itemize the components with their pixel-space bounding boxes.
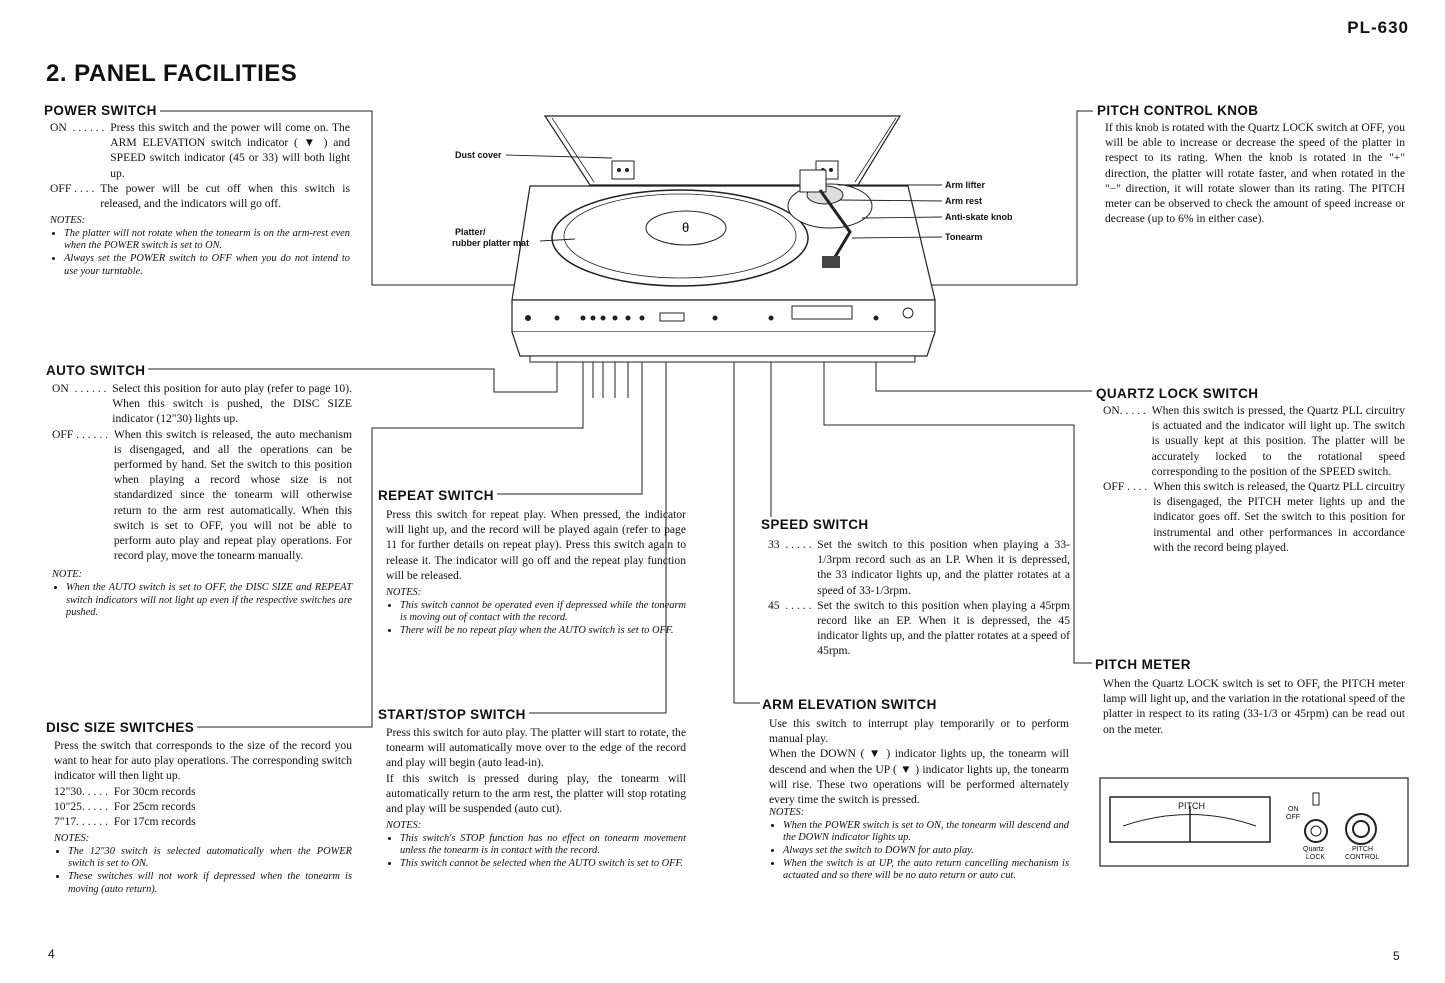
term-label: ON. . . . . (1103, 404, 1152, 417)
meter-control-label: CONTROL (1345, 854, 1380, 861)
note-item: This switch cannot be selected when the … (400, 858, 686, 871)
page-number-left: 4 (48, 947, 55, 961)
arm-elevation-section: Use this switch to interrupt play tempor… (769, 716, 1069, 883)
disc-row: 12"30. . . . . For 30cm records (54, 784, 352, 799)
term-label: OFF . . . . (50, 181, 101, 195)
term-label: 12"30. . . . . (54, 784, 114, 798)
meter-lock-label: LOCK (1306, 854, 1326, 861)
term-desc: When this switch is released, the auto m… (113, 427, 352, 563)
note-item: The platter will not rotate when the ton… (64, 228, 350, 253)
note-item: There will be no repeat play when the AU… (400, 625, 686, 638)
disc-size-text: Press the switch that corresponds to the… (54, 739, 352, 783)
meter-quartz-label: Quartz (1303, 846, 1325, 853)
meter-pitch-control-label: PITCH (1352, 846, 1373, 853)
term-label: OFF . . . . (1103, 480, 1154, 494)
power-on-entry: ON . . . . . . Press this switch and the… (50, 120, 350, 181)
auto-switch-section: ON . . . . . . Select this position for … (52, 381, 352, 620)
term-label: ON . . . . . . (52, 382, 113, 395)
term-desc: For 25cm records (113, 799, 196, 813)
svg-text:θ: θ (682, 220, 689, 235)
note-item: The 12"30 switch is selected automatical… (68, 846, 352, 871)
model-number: PL-630 (1347, 18, 1409, 37)
note-item: When the switch is at UP, the auto retur… (783, 858, 1069, 883)
note-item: When the POWER switch is set to ON, the … (783, 820, 1069, 845)
start-stop-text-1: Press this switch for auto play. The pla… (386, 726, 686, 770)
speed-switch-title: SPEED SWITCH (761, 517, 872, 532)
notes-title: NOTE: (52, 569, 83, 581)
disc-size-section: Press the switch that corresponds to the… (54, 738, 352, 896)
power-switch-title: POWER SWITCH (44, 103, 160, 118)
note-item: When the AUTO switch is set to OFF, the … (66, 582, 352, 620)
arm-elevation-text-1: Use this switch to interrupt play tempor… (769, 717, 1069, 746)
pitch-meter-title: PITCH METER (1095, 657, 1194, 672)
notes-title: NOTES: (50, 215, 86, 227)
speed-45-entry: 45 . . . . . Set the switch to this posi… (768, 598, 1070, 659)
label-tonearm: Tonearm (945, 232, 983, 242)
power-off-entry: OFF . . . . The power will be cut off wh… (50, 181, 350, 211)
label-arm-rest: Arm rest (945, 196, 983, 206)
term-desc: Set the switch to this position when pla… (817, 598, 1070, 658)
term-label: 7"17. . . . . . (54, 815, 114, 829)
repeat-switch-section: Press this switch for repeat play. When … (386, 507, 686, 637)
start-stop-title: START/STOP SWITCH (378, 707, 529, 722)
notes-title: NOTES: (54, 833, 90, 845)
note-item: Always set the POWER switch to OFF when … (64, 253, 350, 278)
term-desc: Press this switch and the power will com… (110, 121, 350, 180)
pitch-meter-panel (1099, 777, 1409, 867)
repeat-switch-title: REPEAT SWITCH (378, 488, 497, 503)
arm-elevation-title: ARM ELEVATION SWITCH (762, 697, 940, 712)
start-stop-text-2: If this switch is pressed during play, t… (386, 771, 686, 816)
pitch-meter-text: When the Quartz LOCK switch is set to OF… (1103, 677, 1405, 736)
page-title: 2. PANEL FACILITIES (46, 60, 298, 87)
quartz-lock-title: QUARTZ LOCK SWITCH (1096, 386, 1262, 401)
term-desc: Select this position for auto play (refe… (112, 382, 352, 426)
pitch-knob-text: If this knob is rotated with the Quartz … (1105, 121, 1405, 226)
label-platter-mat: rubber platter mat (452, 238, 530, 248)
notes-title: NOTES: (386, 820, 422, 832)
power-switch-section: ON . . . . . . Press this switch and the… (50, 120, 350, 278)
auto-switch-title: AUTO SWITCH (46, 363, 149, 378)
auto-off-entry: OFF . . . . . . When this switch is rele… (52, 427, 352, 564)
start-stop-section: Press this switch for auto play. The pla… (386, 725, 686, 871)
disc-row: 7"17. . . . . . For 17cm records (54, 814, 352, 829)
term-desc: For 30cm records (113, 784, 196, 798)
term-desc: For 17cm records (113, 815, 196, 829)
page-number-right: 5 (1393, 949, 1400, 963)
term-label: ON . . . . . . (50, 121, 111, 134)
term-label: 33 . . . . . (768, 538, 818, 551)
speed-switch-section: 33 . . . . . Set the switch to this posi… (768, 537, 1070, 659)
turntable-illustration: θ (511, 115, 936, 363)
repeat-text: Press this switch for repeat play. When … (386, 508, 686, 582)
speed-33-entry: 33 . . . . . Set the switch to this posi… (768, 537, 1070, 598)
note-item: This switch's STOP function has no effec… (400, 833, 686, 858)
note-item: Always set the switch to DOWN for auto p… (783, 845, 1069, 858)
arm-elevation-text-2: When the DOWN ( ▼ ) indicator lights up,… (769, 747, 1069, 807)
quartz-lock-section: ON. . . . . When this switch is pressed,… (1103, 403, 1405, 555)
notes-title: NOTES: (386, 587, 422, 599)
term-desc: The power will be cut off when this swit… (100, 181, 350, 211)
meter-on-label: ON (1288, 806, 1299, 813)
term-label: 45 . . . . . (768, 598, 818, 612)
note-item: This switch cannot be operated even if d… (400, 600, 686, 625)
notes-title: NOTES: (769, 807, 805, 819)
disc-row: 10"25. . . . . For 25cm records (54, 799, 352, 814)
label-dust-cover: Dust cover (455, 150, 502, 160)
term-desc: Set the switch to this position when pla… (817, 538, 1070, 597)
meter-off-label: OFF (1286, 814, 1300, 821)
label-arm-lifter: Arm lifter (945, 180, 986, 190)
pitch-knob-title: PITCH CONTROL KNOB (1097, 103, 1262, 118)
term-label: 10"25. . . . . (54, 799, 114, 813)
auto-on-entry: ON . . . . . . Select this position for … (52, 381, 352, 427)
term-label: OFF . . . . . . (52, 427, 114, 441)
quartz-off-entry: OFF . . . . When this switch is released… (1103, 479, 1405, 555)
label-platter: Platter/ (455, 227, 486, 237)
term-desc: When this switch is pressed, the Quartz … (1151, 404, 1405, 478)
label-anti-skate: Anti-skate knob (945, 212, 1013, 222)
meter-pitch-label: PITCH (1178, 801, 1205, 811)
disc-size-title: DISC SIZE SWITCHES (46, 720, 198, 735)
quartz-on-entry: ON. . . . . When this switch is pressed,… (1103, 403, 1405, 479)
note-item: These switches will not work if depresse… (68, 871, 352, 896)
term-desc: When this switch is released, the Quartz… (1153, 480, 1405, 554)
